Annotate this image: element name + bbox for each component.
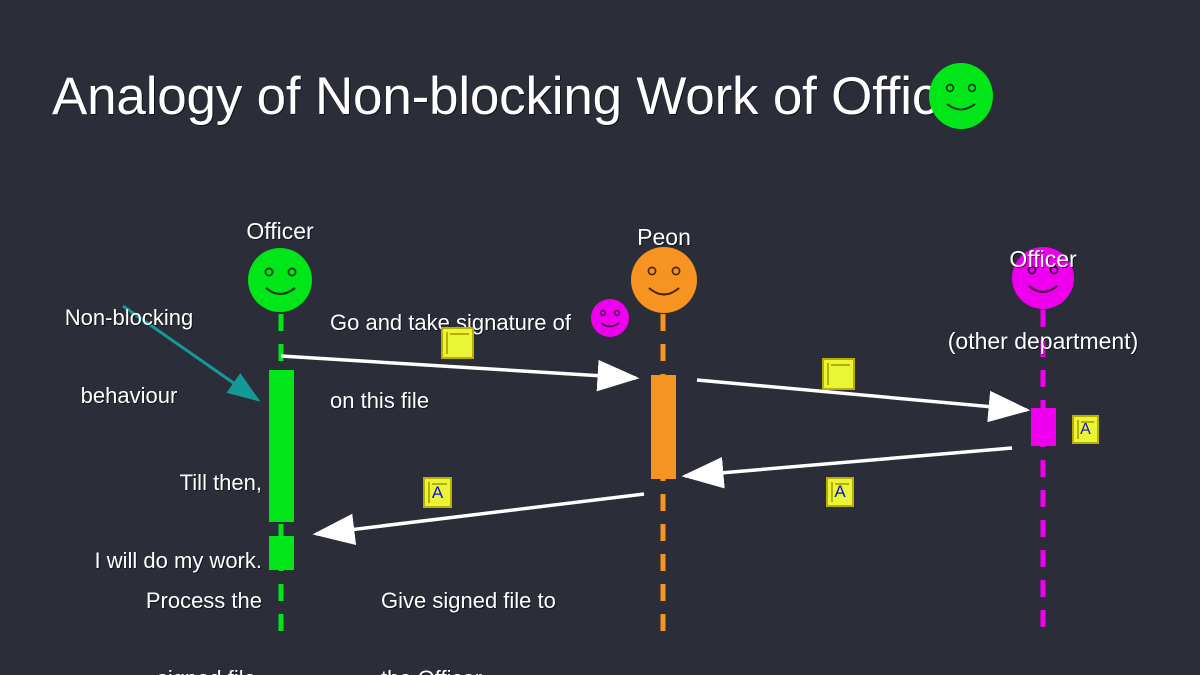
message-arrow-3 bbox=[681, 446, 1013, 489]
annotation-process-file: Process the signed file. bbox=[40, 536, 262, 675]
annotation-process-file-line1: Process the bbox=[145, 587, 262, 613]
annotation-non-blocking-line2: behaviour bbox=[80, 382, 178, 408]
message-label-give-signed-file-line2: the Officer. bbox=[381, 666, 701, 675]
message-label-give-signed-file: Give signed file to the Officer. bbox=[381, 536, 701, 675]
activation-bar-officer-main bbox=[269, 370, 294, 522]
non-blocking-pointer-arrow bbox=[122, 304, 261, 402]
signed-file-icon-peon-to-officer: A bbox=[423, 477, 452, 508]
activation-bar-peon bbox=[651, 375, 676, 479]
message-label-go-take-signature: Go and take signature of on this file bbox=[330, 258, 630, 466]
actor-face-small-magenta bbox=[591, 299, 629, 337]
activation-bar-officer-process bbox=[269, 536, 294, 570]
actor-face-officer[interactable] bbox=[248, 248, 312, 312]
file-icon-label: A bbox=[834, 482, 846, 501]
annotation-non-blocking: Non-blocking behaviour bbox=[34, 253, 224, 461]
signed-file-icon-at-other-officer: A bbox=[1072, 415, 1099, 444]
actor-label-officer-other: Officer (other department) bbox=[943, 192, 1143, 409]
message-label-go-take-signature-line2: on this file bbox=[330, 387, 430, 413]
unsigned-file-icon-officer-to-peon bbox=[441, 327, 474, 359]
message-arrow-2 bbox=[696, 378, 1031, 423]
actor-label-officer-other-line2: (other department) bbox=[947, 327, 1139, 354]
message-label-go-take-signature-line1: Go and take signature of bbox=[330, 309, 571, 335]
unsigned-file-icon-peon-to-other-officer bbox=[822, 358, 855, 390]
signed-file-icon-other-officer-to-peon: A bbox=[826, 477, 854, 507]
annotation-till-then-line1: Till then, bbox=[179, 469, 262, 495]
annotation-till-then: Till then, I will do my work. bbox=[40, 418, 262, 626]
file-icon-label: A bbox=[1080, 420, 1091, 438]
activation-bar-officer-other bbox=[1031, 408, 1056, 446]
annotation-non-blocking-line1: Non-blocking bbox=[64, 304, 194, 330]
message-arrow-1 bbox=[280, 354, 640, 392]
file-icon-label: A bbox=[431, 482, 444, 502]
actor-label-officer-other-line1: Officer bbox=[1009, 246, 1077, 273]
actor-label-peon: Peon bbox=[637, 224, 691, 250]
actor-face-peon[interactable] bbox=[631, 247, 697, 313]
actor-label-officer: Officer bbox=[246, 218, 314, 244]
message-arrow-4 bbox=[312, 492, 645, 545]
message-label-give-signed-file-line1: Give signed file to bbox=[381, 587, 556, 613]
title-smiley-icon bbox=[929, 63, 993, 129]
annotation-till-then-line2: I will do my work. bbox=[94, 547, 262, 573]
annotation-process-file-line2: signed file. bbox=[40, 666, 262, 675]
actor-face-officer-other[interactable] bbox=[1012, 247, 1074, 309]
